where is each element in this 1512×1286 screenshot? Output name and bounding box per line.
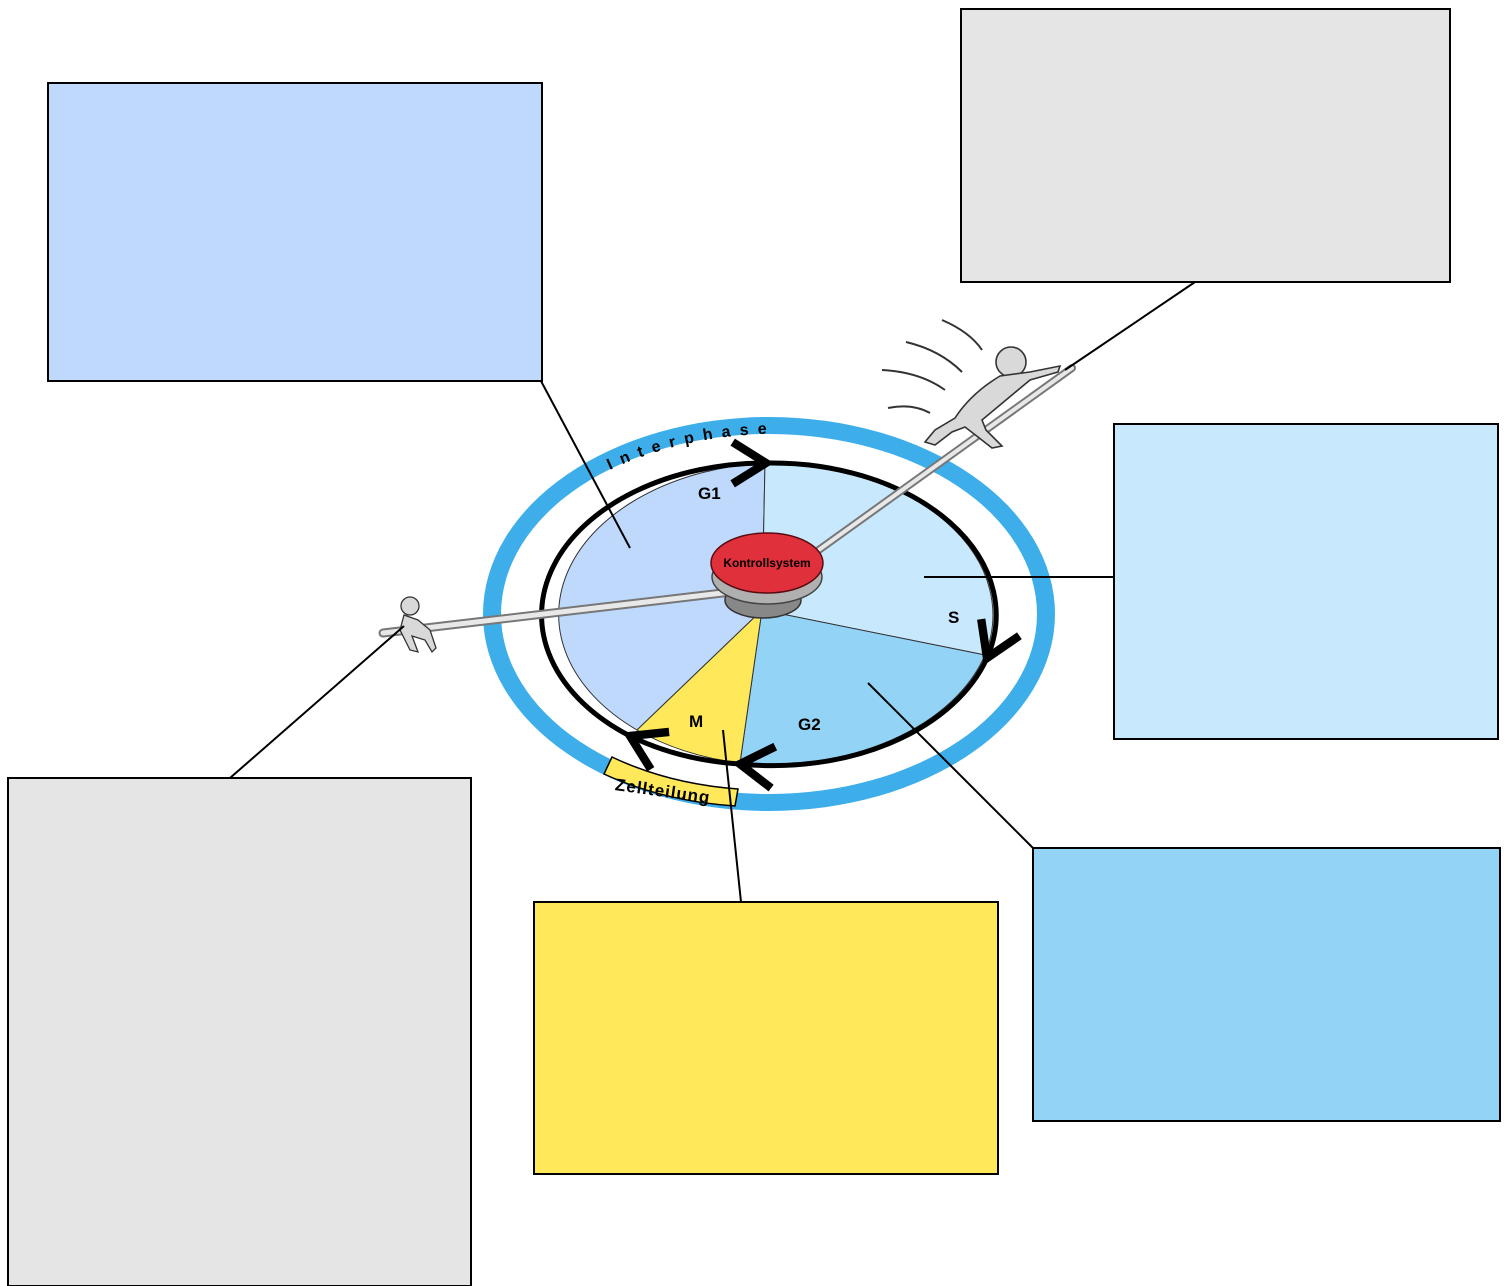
phase-label-g2: G2	[798, 715, 821, 734]
phase-label-m: M	[689, 712, 703, 731]
box-top-right	[961, 9, 1450, 282]
box-bottom-left	[8, 778, 471, 1286]
box-g2	[1033, 848, 1500, 1121]
phase-label-g1: G1	[698, 484, 721, 503]
pushing-figure-large	[925, 347, 1060, 448]
box-g1	[48, 83, 542, 381]
phase-label-s: S	[948, 608, 959, 627]
motion-line	[906, 342, 962, 372]
control-label: Kontrollsystem	[723, 556, 810, 570]
motion-line	[882, 370, 945, 390]
leader-bottom-left	[230, 626, 404, 778]
box-m	[534, 902, 998, 1174]
motion-line	[888, 406, 930, 413]
motion-line	[942, 320, 982, 350]
leader-top-right	[1065, 282, 1195, 370]
box-s	[1114, 424, 1498, 739]
